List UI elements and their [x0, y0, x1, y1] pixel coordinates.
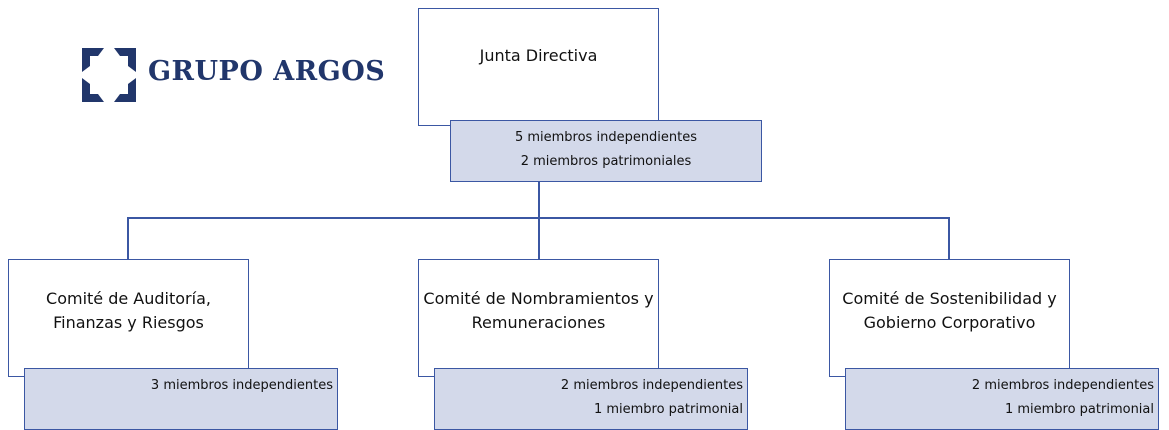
- logo-mark-icon: [82, 48, 136, 102]
- committee-title: Comité de Sostenibilidad y Gobierno Corp…: [830, 287, 1069, 335]
- committee-title-line: Remuneraciones: [471, 313, 606, 332]
- connector-right-down: [948, 217, 950, 260]
- logo-text: GRUPO ARGOS: [148, 56, 386, 87]
- committee-member-line: 1 miembro patrimonial: [1004, 402, 1154, 417]
- connector-center-down: [538, 217, 540, 260]
- committee-nominations-members: 2 miembros independientes 1 miembro patr…: [434, 368, 748, 430]
- connector-board-down: [538, 181, 540, 219]
- committee-title: Comité de Nombramientos y Remuneraciones: [419, 287, 658, 335]
- committee-member-line: 1 miembro patrimonial: [593, 402, 743, 417]
- grupo-argos-logo: GRUPO ARGOS: [82, 48, 386, 104]
- board-title: Junta Directiva: [479, 46, 598, 65]
- committee-title-line: Comité de Nombramientos y: [423, 289, 654, 308]
- board-member-line: 2 miembros patrimoniales: [520, 154, 692, 169]
- committee-title-line: Finanzas y Riesgos: [53, 313, 204, 332]
- committee-member-line: 2 miembros independientes: [560, 378, 743, 393]
- connector-left-down: [127, 217, 129, 260]
- committee-member-line: 3 miembros independientes: [150, 378, 333, 393]
- committee-title: Comité de Auditoría, Finanzas y Riesgos: [9, 287, 248, 335]
- committee-title-line: Gobierno Corporativo: [863, 313, 1036, 332]
- committee-audit-box: Comité de Auditoría, Finanzas y Riesgos: [8, 259, 249, 377]
- committee-sustainability-box: Comité de Sostenibilidad y Gobierno Corp…: [829, 259, 1070, 377]
- board-box: Junta Directiva: [418, 8, 659, 126]
- board-members-box: 5 miembros independientes 2 miembros pat…: [450, 120, 762, 182]
- committee-member-line: 2 miembros independientes: [971, 378, 1154, 393]
- committee-title-line: Comité de Sostenibilidad y: [842, 289, 1057, 308]
- committee-audit-members: 3 miembros independientes: [24, 368, 338, 430]
- committee-title-line: Comité de Auditoría,: [46, 289, 211, 308]
- committee-nominations-box: Comité de Nombramientos y Remuneraciones: [418, 259, 659, 377]
- board-member-line: 5 miembros independientes: [514, 130, 698, 145]
- committee-sustainability-members: 2 miembros independientes 1 miembro patr…: [845, 368, 1159, 430]
